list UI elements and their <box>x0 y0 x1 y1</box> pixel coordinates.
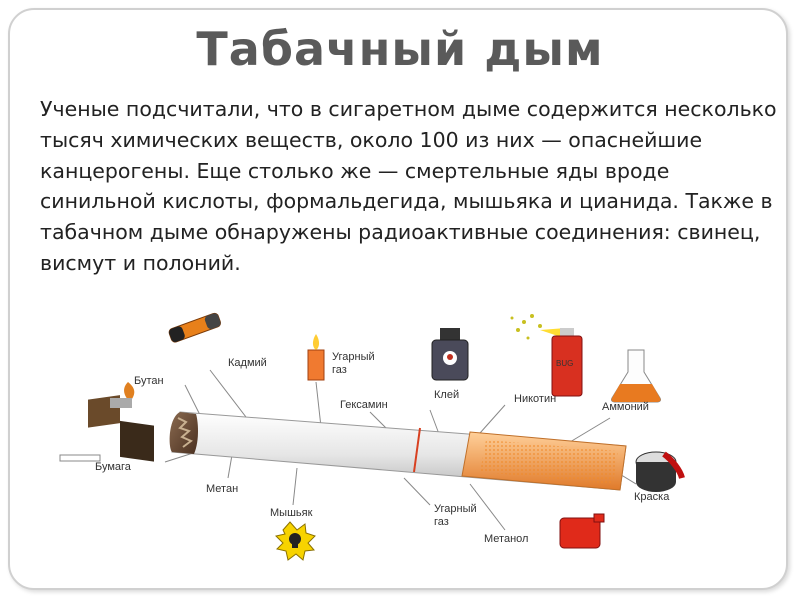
label-nikotin: Никотин <box>514 393 556 405</box>
cigarette <box>169 411 627 491</box>
label-butan: Бутан <box>134 375 164 387</box>
label-ammoniy: Аммоний <box>602 401 649 413</box>
candle-icon <box>307 334 325 381</box>
label-kadmiy: Кадмий <box>228 357 267 369</box>
spray-can-icon: BUG <box>510 314 583 397</box>
battery-icon <box>168 312 222 343</box>
paper-icon <box>59 454 101 462</box>
labels: Кадмий Угарный газ Бутан Гексамин Клей Н… <box>95 351 670 545</box>
label-kraska: Краска <box>634 491 670 503</box>
slide-body-text: Ученые подсчитали, что в сигаретном дыме… <box>40 97 777 275</box>
fuel-can-icon <box>559 513 605 549</box>
flask-icon <box>611 349 661 403</box>
label-metan: Метан <box>206 483 238 495</box>
label-kley: Клей <box>434 389 459 401</box>
label-ugarny-gaz-bottom-line2: газ <box>434 516 449 528</box>
label-ugarny-gaz-bottom-line1: Угарный <box>434 503 477 515</box>
label-myshyak: Мышьяк <box>270 507 313 519</box>
label-bumaga: Бумага <box>95 461 132 473</box>
label-metanol: Метанол <box>484 533 528 545</box>
slide-frame <box>8 8 788 590</box>
skull-icon <box>275 521 316 561</box>
label-geksamin: Гексамин <box>340 399 388 411</box>
spray-can-text: BUG <box>556 359 573 368</box>
lighter-icon <box>88 382 154 462</box>
glue-bottle-icon <box>431 328 469 381</box>
label-ugarny-gaz-top-line1: Угарный <box>332 351 375 363</box>
slide-title: Табачный дым <box>196 22 604 76</box>
paint-can-icon <box>635 451 685 492</box>
label-ugarny-gaz-top-line2: газ <box>332 364 347 376</box>
